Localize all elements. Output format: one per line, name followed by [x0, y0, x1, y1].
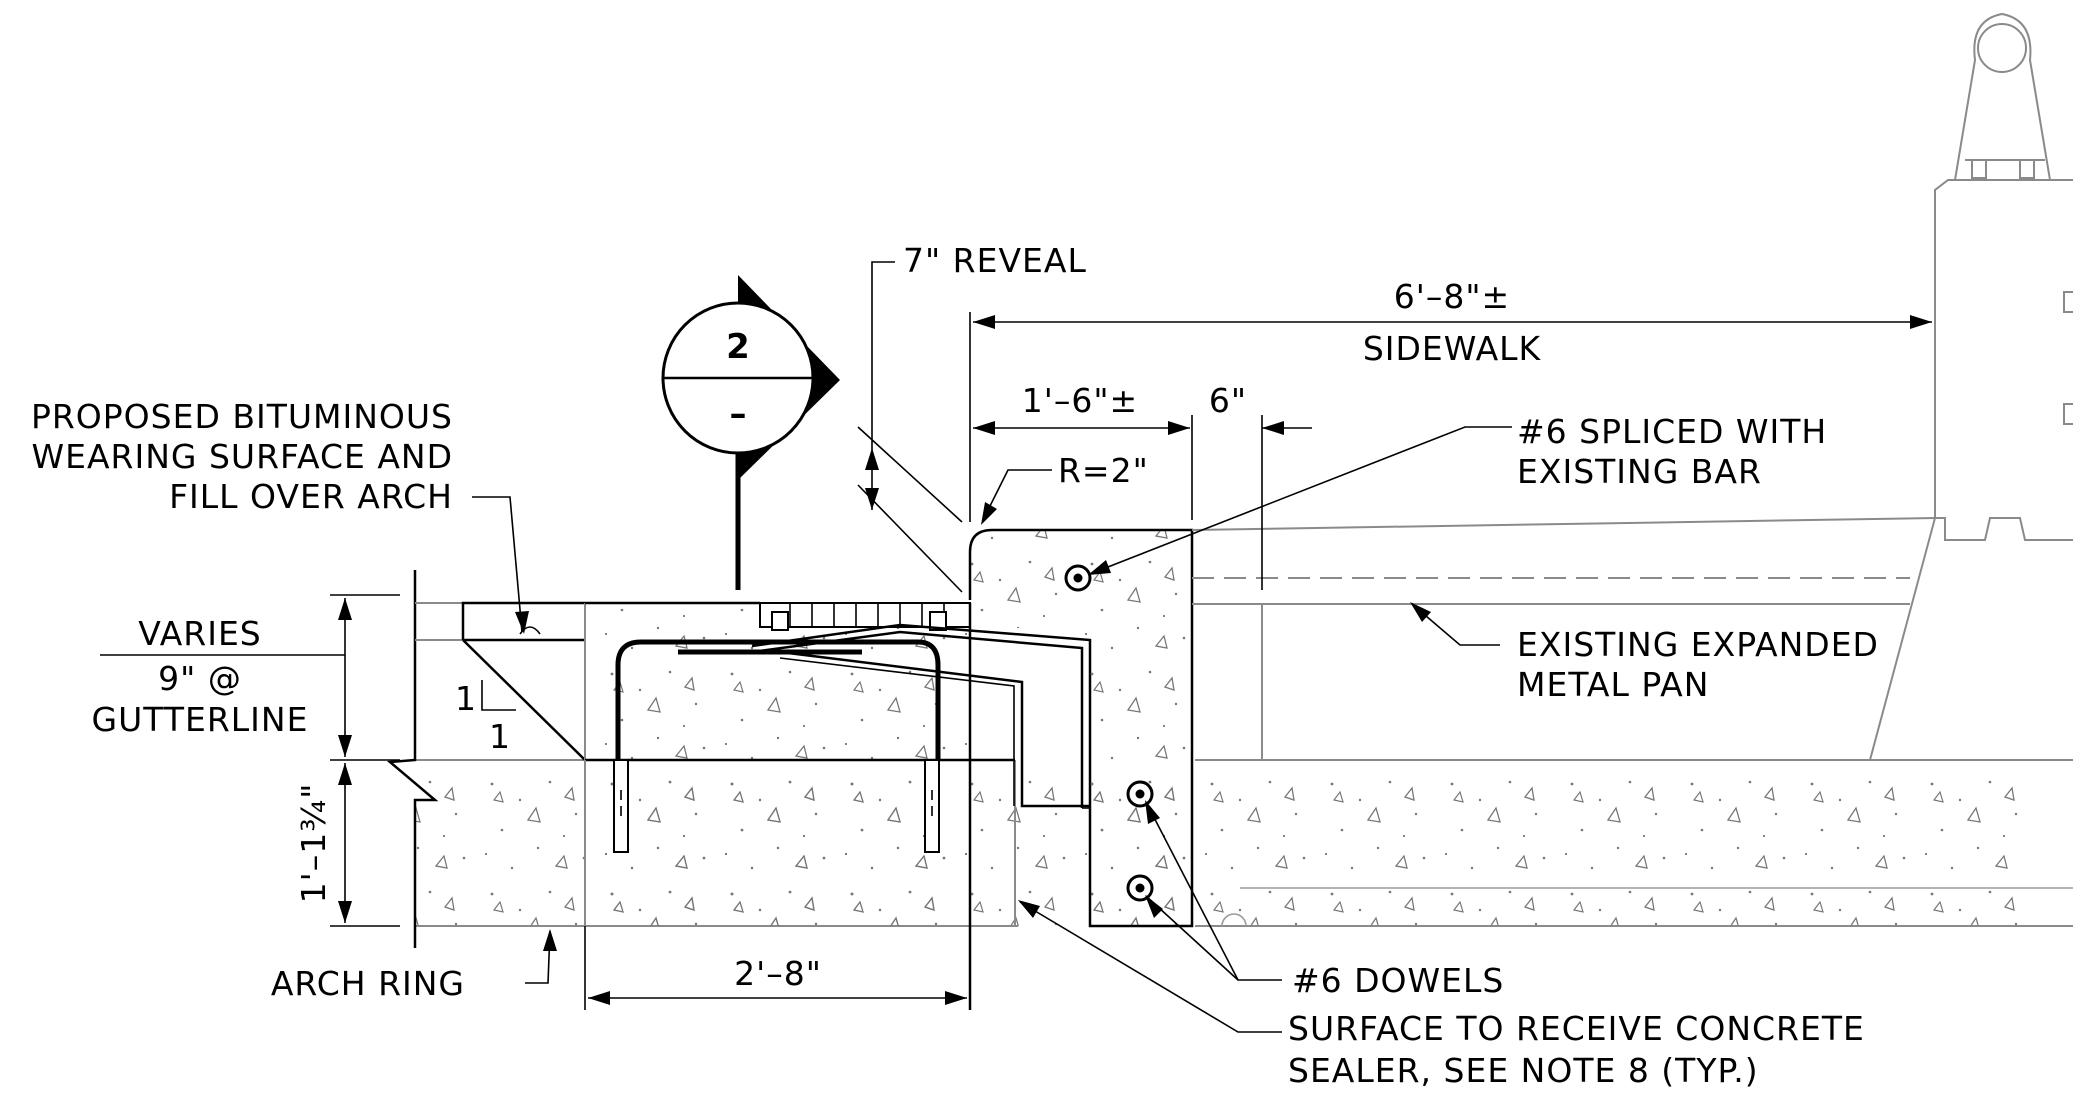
metal-pan-label-1: EXISTING EXPANDED [1517, 625, 1879, 664]
wearing-surface-label-1: PROPOSED BITUMINOUS [31, 397, 453, 436]
spliced-bar-label-1: #6 SPLICED WITH [1517, 412, 1827, 451]
offset-dimension-label-1: 1'–6"± [1022, 381, 1138, 420]
gutterline-label: GUTTERLINE [92, 700, 309, 739]
dimension-width [584, 926, 967, 1010]
arch-ring-label: ARCH RING [271, 964, 465, 1003]
reveal-label: 7" REVEAL [903, 241, 1087, 280]
sidewalk-label: SIDEWALK [1363, 329, 1542, 368]
wearing-surface-fill [415, 601, 586, 761]
spliced-bar-label-2: EXISTING BAR [1517, 452, 1762, 491]
dowels-label: #6 DOWELS [1292, 961, 1504, 1000]
sealer-label-2: SEALER, SEE NOTE 8 (TYP.) [1288, 1051, 1759, 1090]
light-pole-base [1934, 12, 2073, 541]
dimension-varies [100, 594, 400, 761]
radius-label: R=2" [1058, 451, 1149, 490]
sealer-label-1: SURFACE TO RECEIVE CONCRETE [1288, 1009, 1865, 1048]
section-number: 2 [726, 327, 750, 367]
sidewalk-width-label: 6'–8"± [1394, 277, 1510, 316]
metal-pan-label-2: METAL PAN [1517, 665, 1709, 704]
dimension-reveal [857, 261, 963, 593]
slope-horizontal-label: 1 [489, 717, 511, 756]
section-marker: 2 – [661, 275, 840, 590]
offset-dimension-label-2: 6" [1209, 381, 1247, 420]
dimension-depth [330, 763, 400, 927]
width-dimension-label: 2'–8" [734, 954, 822, 993]
curb [968, 528, 1194, 928]
section-sheet: – [730, 394, 747, 434]
depth-dimension-label: 1'–1¾" [294, 783, 333, 904]
varies-label: VARIES [138, 614, 262, 653]
gutter-value-label: 9" @ [158, 659, 242, 698]
labels: PROPOSED BITUMINOUS WEARING SURFACE AND … [31, 241, 1879, 1090]
wearing-surface-label-3: FILL OVER ARCH [169, 477, 453, 516]
slope-vertical-label: 1 [455, 679, 477, 718]
gutter-block [584, 601, 1092, 1010]
dimension-sidewalk [969, 312, 1932, 522]
wearing-surface-label-2: WEARING SURFACE AND [32, 437, 454, 476]
existing-sidewalk [1191, 517, 1936, 761]
leaders [472, 426, 1512, 1033]
dimension-offsets [973, 415, 1312, 590]
